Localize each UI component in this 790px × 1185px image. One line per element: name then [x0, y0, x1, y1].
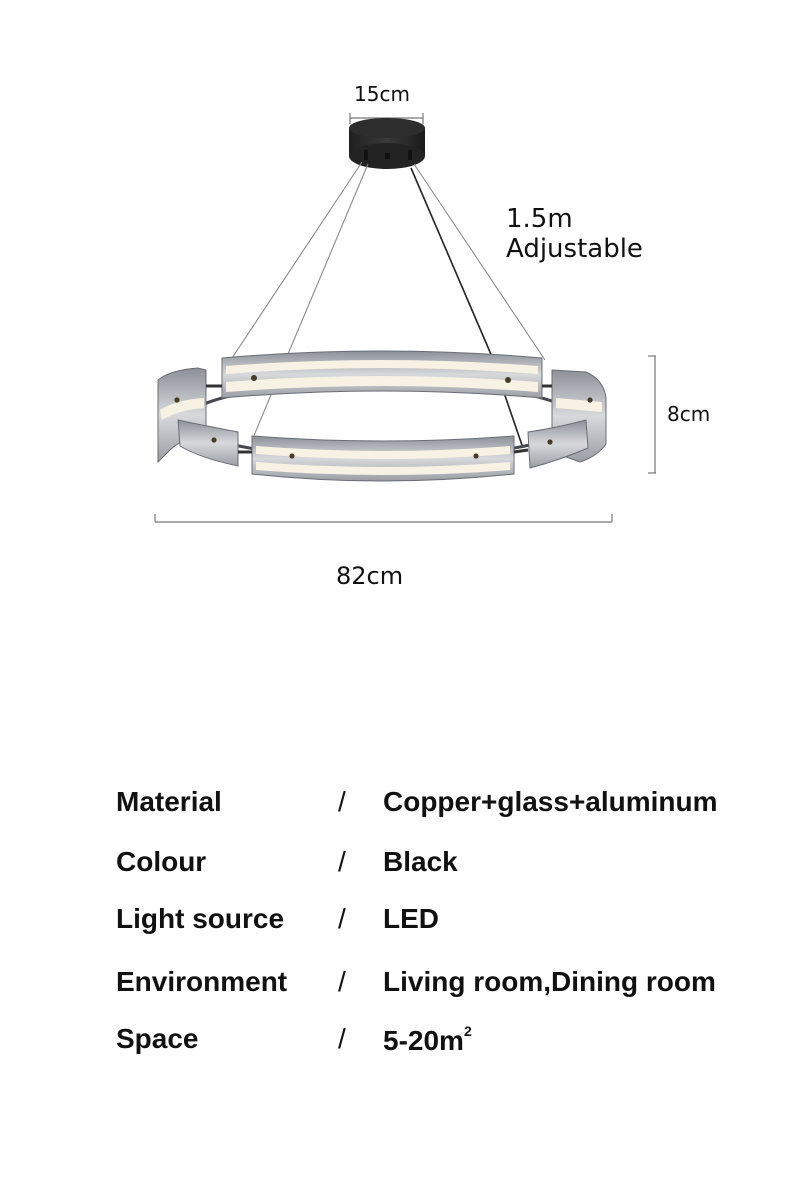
cord-length-value: 1.5m — [506, 204, 573, 234]
space-value: 5-20m — [383, 1025, 464, 1056]
spec-separator: / — [338, 1023, 346, 1054]
spec-separator: / — [338, 966, 346, 997]
spec-key: Material — [116, 786, 222, 817]
spec-separator: / — [338, 786, 346, 817]
spec-value: Copper+glass+aluminum — [383, 786, 718, 817]
spec-separator: / — [338, 903, 346, 934]
spec-value: 5-20m2 — [383, 1023, 472, 1057]
suspension-wires — [231, 161, 546, 449]
canopy-width-label: 15cm — [354, 82, 410, 106]
spec-key: Environment — [116, 966, 288, 997]
spec-separator: / — [338, 846, 346, 877]
pendant-light-illustration — [154, 113, 656, 523]
cord-adjustable-note: Adjustable — [506, 234, 643, 264]
height-label: 8cm — [667, 402, 711, 426]
spec-key: Light source — [116, 903, 285, 934]
ring-light-body — [157, 350, 607, 482]
spec-value: Black — [383, 846, 458, 877]
diameter-label: 82cm — [336, 562, 404, 590]
cord-length-label: 1.5m Adjustable — [506, 204, 643, 264]
height-dimension-line — [648, 355, 656, 474]
ceiling-canopy — [349, 118, 425, 169]
canopy-dimension-line — [349, 113, 424, 124]
product-dimension-diagram: 15cm 1.5m Adjustable 8cm 82cm — [154, 82, 711, 590]
spec-key: Colour — [116, 846, 207, 877]
spec-key: Space — [116, 1023, 199, 1054]
spec-value: Living room,Dining room — [383, 966, 716, 997]
spec-value: LED — [383, 903, 439, 934]
diameter-dimension-line — [154, 514, 613, 523]
squared-superscript: 2 — [463, 1023, 472, 1039]
